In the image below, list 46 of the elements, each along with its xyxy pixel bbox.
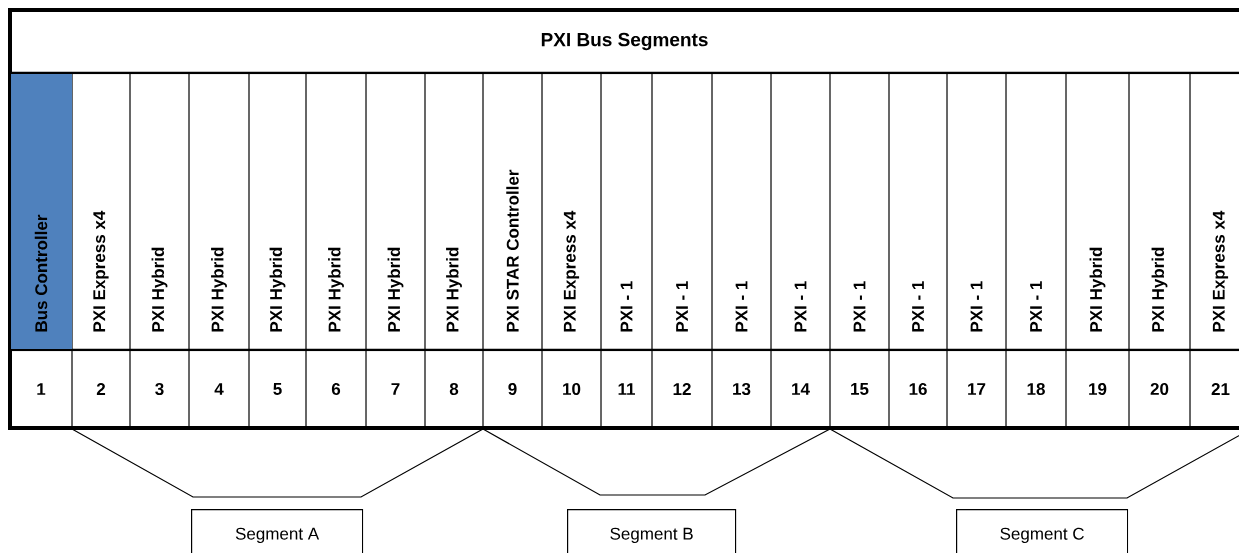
column-label: PXI Express x4 — [563, 210, 580, 332]
slot-number: 15 — [851, 383, 869, 395]
column-label: Bus Controller — [11, 74, 72, 349]
slot-number: 4 — [214, 383, 224, 395]
column-label: PXI Express x4 — [93, 210, 109, 332]
slot-number: 1 — [37, 383, 46, 395]
column-label: PXI Hybrid — [1089, 247, 1106, 332]
segment-box: Segment A — [191, 509, 364, 553]
slot-number: 10 — [563, 383, 581, 395]
column-label: PXI Hybrid — [269, 247, 286, 332]
column-label: PXI Hybrid — [151, 247, 168, 332]
column-label: PXI - 1 — [735, 281, 748, 332]
column-label: PXI Express x4 — [1212, 210, 1229, 332]
table-title: PXI Bus Segments — [541, 32, 708, 51]
slot-number: 17 — [968, 383, 986, 395]
slot-number: 13 — [733, 383, 751, 396]
slot-number: 11 — [618, 383, 635, 395]
slot-number: 6 — [331, 383, 341, 395]
slot-number: 14 — [792, 383, 810, 395]
slot-number: 16 — [909, 383, 927, 395]
slot-number: 2 — [96, 383, 106, 395]
column-label: PXI Hybrid — [387, 247, 404, 332]
column-label: PXI - 1 — [853, 281, 866, 332]
slot-number: 18 — [1027, 383, 1045, 395]
segment-box: Segment C — [956, 509, 1129, 553]
column-label: PXI STAR Controller — [506, 169, 519, 332]
column-label: PXI Hybrid — [328, 247, 344, 332]
slot-number: 7 — [391, 383, 400, 395]
slot-number: 19 — [1089, 383, 1107, 395]
slot-number: 9 — [508, 383, 517, 395]
column-label: PXI - 1 — [970, 281, 983, 332]
column-label: PXI Hybrid — [1151, 247, 1168, 332]
column-label: PXI - 1 — [912, 281, 924, 332]
column-label: PXI - 1 — [794, 281, 807, 332]
column-label: PXI Hybrid — [211, 247, 227, 332]
slot-number: 20 — [1150, 383, 1169, 395]
slot-number: 5 — [273, 383, 282, 395]
slot-number: 3 — [155, 383, 164, 396]
column-label: PXI - 1 — [676, 281, 688, 332]
segment-box: Segment B — [567, 509, 737, 553]
column-label: PXI - 1 — [1030, 281, 1042, 332]
slot-number: 21 — [1211, 383, 1230, 395]
column-label: PXI - 1 — [620, 281, 633, 332]
slot-number: 8 — [449, 383, 459, 395]
column-label: PXI Hybrid — [446, 247, 462, 332]
slot-number: 12 — [673, 383, 691, 395]
